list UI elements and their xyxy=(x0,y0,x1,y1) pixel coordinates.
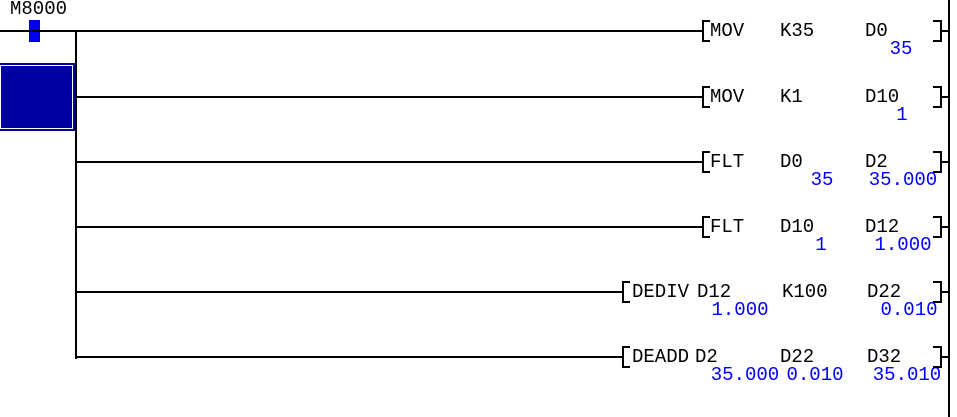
monitor-value: 35 xyxy=(889,38,913,60)
instruction-name[interactable]: MOV xyxy=(710,20,745,42)
branch-line xyxy=(75,31,77,359)
monitor-value: 1.000 xyxy=(874,234,932,256)
selection-cursor[interactable] xyxy=(0,65,73,129)
rung-wire xyxy=(75,356,622,358)
operand[interactable]: D22 xyxy=(867,281,902,303)
operand[interactable]: D2 xyxy=(695,346,718,368)
monitor-value: 0.010 xyxy=(786,364,844,386)
instruction-name[interactable]: FLT xyxy=(710,216,745,238)
monitor-value: 35.010 xyxy=(872,364,942,386)
operand[interactable]: D12 xyxy=(865,216,900,238)
operand[interactable]: D2 xyxy=(865,151,888,173)
rung-wire xyxy=(75,161,702,163)
operand[interactable]: D10 xyxy=(865,86,900,108)
operand[interactable]: K1 xyxy=(780,86,803,108)
operand[interactable]: D0 xyxy=(865,20,888,42)
operand[interactable]: D12 xyxy=(697,281,732,303)
operand[interactable]: D0 xyxy=(780,151,803,173)
contact-device-label: M8000 xyxy=(10,0,68,20)
operand[interactable]: D10 xyxy=(780,216,815,238)
operand[interactable]: K35 xyxy=(780,20,815,42)
instruction-name[interactable]: MOV xyxy=(710,86,745,108)
monitor-value: 1 xyxy=(896,104,908,126)
operand[interactable]: D32 xyxy=(867,346,902,368)
monitor-value: 1 xyxy=(815,234,827,256)
monitor-value: 35 xyxy=(810,169,834,191)
instruction-name[interactable]: DEADD xyxy=(632,346,690,368)
rung-wire xyxy=(75,291,622,293)
operand[interactable]: K100 xyxy=(782,281,828,303)
monitor-value: 35.000 xyxy=(710,364,780,386)
rung-wire xyxy=(75,226,702,228)
instruction-name[interactable]: FLT xyxy=(710,151,745,173)
right-power-rail xyxy=(948,0,950,417)
monitor-value: 35.000 xyxy=(868,169,938,191)
rung-wire xyxy=(75,96,702,98)
instruction-name[interactable]: DEDIV xyxy=(632,281,690,303)
monitor-value: 0.010 xyxy=(880,299,938,321)
operand[interactable]: D22 xyxy=(780,346,815,368)
rung-wire xyxy=(0,30,702,32)
monitor-value: 1.000 xyxy=(711,299,769,321)
